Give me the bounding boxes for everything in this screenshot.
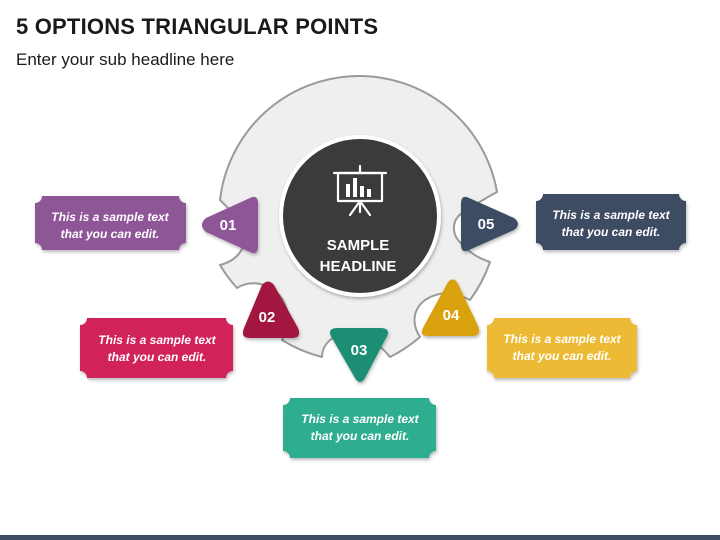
bottom-accent-bar	[0, 535, 720, 540]
page-subtitle: Enter your sub headline here	[16, 50, 235, 69]
option-01-text-line2: that you can edit.	[61, 227, 160, 241]
option-01-triangle-badge	[202, 196, 258, 254]
option-03-number: 03	[351, 342, 368, 359]
option-05-text-line1: This is a sample text	[552, 208, 670, 222]
option-05: This is a sample text that you can edit.…	[461, 194, 686, 252]
option-01-number: 01	[220, 217, 237, 234]
option-05-triangle-badge	[461, 196, 518, 252]
option-04-triangle-badge	[421, 279, 480, 336]
option-04: This is a sample text that you can edit.…	[421, 279, 637, 378]
presentation-board-icon	[332, 164, 388, 217]
option-05-number: 05	[478, 216, 495, 233]
option-03: This is a sample text that you can edit.…	[283, 328, 436, 458]
option-02-text-box	[80, 318, 233, 378]
option-03-text-line1: This is a sample text	[301, 412, 419, 426]
center-hub: SAMPLE HEADLINE	[279, 135, 441, 297]
option-02-triangle-badge	[242, 281, 300, 338]
option-02-text-line1: This is a sample text	[98, 333, 216, 347]
option-04-number: 04	[443, 307, 460, 324]
center-circle	[279, 135, 441, 297]
option-03-text-line2: that you can edit.	[311, 429, 410, 443]
option-03-triangle-badge	[330, 328, 388, 382]
option-02: This is a sample text that you can edit.…	[80, 281, 300, 378]
option-01: This is a sample text that you can edit.…	[35, 196, 258, 254]
option-04-text-box	[487, 318, 637, 378]
option-01-text-line1: This is a sample text	[51, 210, 169, 224]
option-02-text-line2: that you can edit.	[108, 350, 207, 364]
page-title: 5 OPTIONS TRIANGULAR POINTS	[16, 14, 379, 39]
option-02-number: 02	[259, 309, 276, 326]
center-headline-line2: HEADLINE	[320, 258, 397, 275]
center-headline-line1: SAMPLE	[327, 237, 390, 254]
option-05-text-line2: that you can edit.	[562, 225, 661, 239]
option-04-text-line2: that you can edit.	[513, 349, 612, 363]
option-01-text-box	[35, 196, 186, 250]
option-05-text-box	[536, 194, 686, 250]
option-04-text-line1: This is a sample text	[503, 332, 621, 346]
option-03-text-box	[283, 398, 436, 458]
